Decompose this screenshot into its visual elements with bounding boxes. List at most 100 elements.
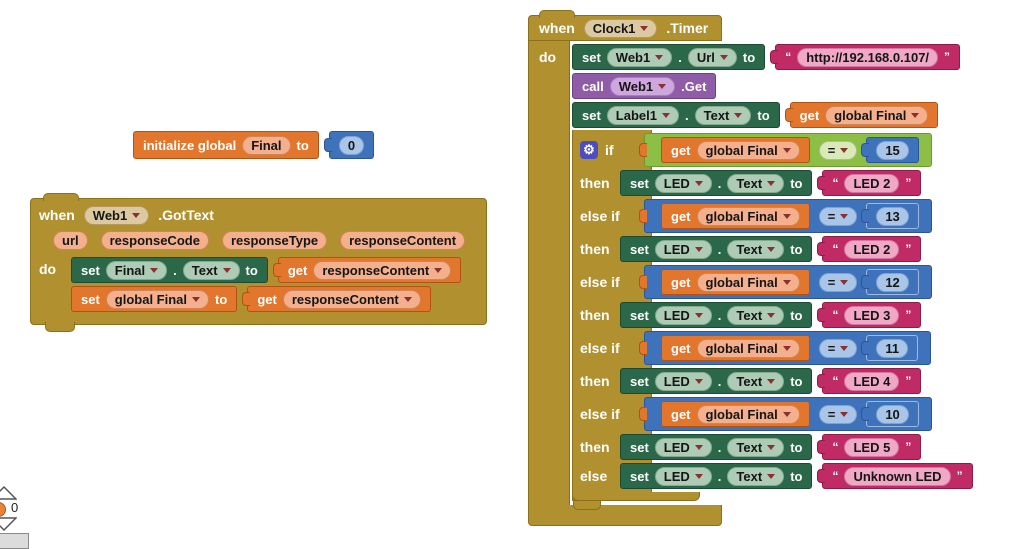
variable-dropdown[interactable]: global Final (696, 338, 800, 358)
property-dropdown[interactable]: Text (694, 105, 752, 125)
property-dropdown[interactable]: Text (182, 260, 240, 280)
warning-triangle-down-icon[interactable] (0, 517, 17, 531)
string-value[interactable]: LED 5 (844, 437, 900, 457)
number-value[interactable]: 0 (338, 135, 365, 155)
property-dropdown[interactable]: Text (727, 305, 785, 325)
property-dropdown[interactable]: Text (727, 173, 785, 193)
initialize-global-block[interactable]: initialize global Final to 0 (133, 131, 375, 159)
initialize-block-body[interactable]: initialize global Final to (133, 131, 319, 159)
string-value[interactable]: LED 2 (844, 173, 900, 193)
condition-block[interactable]: get global Final = 10 (639, 397, 932, 431)
text-string-block[interactable]: “ LED 2 ” (817, 170, 922, 196)
condition-block[interactable]: get global Final = 12 (639, 265, 932, 299)
number-block[interactable]: 10 (861, 401, 919, 427)
component-dropdown[interactable]: Label1 (606, 105, 679, 125)
if-block[interactable]: ⚙ if get global Final = 15 then (572, 130, 973, 501)
text-string-block[interactable]: “ Unknown LED ” (817, 463, 973, 489)
variable-dropdown[interactable]: global Final (105, 289, 210, 309)
get-block[interactable]: get global Final (661, 335, 810, 361)
set-property-block[interactable]: set Web1 . Url to (572, 44, 766, 70)
number-block[interactable]: 0 (323, 131, 375, 159)
string-value[interactable]: LED 2 (844, 239, 900, 259)
variable-dropdown[interactable]: responseContent (313, 260, 452, 280)
set-property-block[interactable]: set Final . Text to (71, 257, 268, 283)
when-gottext-block[interactable]: when Web1 .GotText url responseCode resp… (30, 193, 487, 332)
when-timer-block[interactable]: when Clock1 .Timer do set Web1 . (528, 10, 973, 526)
set-property-block[interactable]: set LED . Text to (620, 302, 813, 328)
property-dropdown[interactable]: Url (687, 47, 737, 67)
set-property-block[interactable]: set Label1 . Text to (572, 102, 780, 128)
set-property-block[interactable]: set LED . Text to (620, 170, 813, 196)
variable-name-pill[interactable]: Final (242, 135, 291, 155)
set-property-block[interactable]: set LED . Text to (620, 368, 813, 394)
operator-dropdown[interactable]: = (818, 404, 858, 424)
text-string-block[interactable]: “ LED 2 ” (817, 236, 922, 262)
variable-dropdown[interactable]: global Final (696, 272, 800, 292)
number-block[interactable]: 11 (861, 335, 919, 361)
error-circle-icon[interactable] (0, 502, 6, 517)
string-value[interactable]: http://192.168.0.107/ (797, 47, 939, 67)
set-variable-block[interactable]: set global Final to (71, 286, 238, 312)
component-dropdown[interactable]: LED (654, 371, 712, 391)
number-value[interactable]: 13 (876, 206, 909, 226)
number-value[interactable]: 15 (876, 140, 909, 160)
property-dropdown[interactable]: Text (727, 371, 785, 391)
variable-dropdown[interactable]: global Final (696, 206, 800, 226)
call-method-block[interactable]: call Web1 .Get (572, 73, 717, 99)
set-property-block[interactable]: set LED . Text to (620, 434, 813, 460)
get-block[interactable]: get global Final (661, 401, 810, 427)
set-property-block[interactable]: set LED . Text to (620, 236, 813, 262)
property-dropdown[interactable]: Text (727, 437, 785, 457)
operator-dropdown[interactable]: = (818, 338, 858, 358)
number-value[interactable]: 11 (876, 338, 909, 358)
condition-block[interactable]: get global Final = 11 (639, 331, 932, 365)
component-dropdown[interactable]: LED (654, 305, 712, 325)
component-dropdown[interactable]: Clock1 (583, 18, 658, 38)
warning-triangle-up-icon[interactable] (0, 486, 17, 500)
component-dropdown[interactable]: Web1 (609, 76, 676, 96)
text-string-block[interactable]: “ http://192.168.0.107/ ” (770, 44, 961, 70)
component-dropdown[interactable]: LED (654, 437, 712, 457)
number-block[interactable]: 13 (861, 203, 919, 229)
text-string-block[interactable]: “ LED 4 ” (817, 368, 922, 394)
component-dropdown[interactable]: Final (105, 260, 168, 280)
component-dropdown[interactable]: Web1 (83, 205, 150, 225)
variable-dropdown[interactable]: global Final (825, 105, 929, 125)
get-block[interactable]: get global Final (784, 102, 939, 128)
gear-icon[interactable]: ⚙ (580, 141, 598, 159)
number-block[interactable]: 15 (861, 137, 919, 163)
text-string-block[interactable]: “ LED 3 ” (817, 302, 922, 328)
get-block[interactable]: get global Final (661, 203, 810, 229)
component-dropdown[interactable]: LED (654, 239, 712, 259)
param-url[interactable]: url (53, 231, 88, 250)
string-value[interactable]: Unknown LED (844, 466, 951, 486)
number-value[interactable]: 10 (876, 404, 909, 424)
string-value[interactable]: LED 4 (844, 371, 900, 391)
number-block[interactable]: 12 (861, 269, 919, 295)
operator-dropdown[interactable]: = (818, 140, 858, 160)
property-dropdown[interactable]: Text (727, 239, 785, 259)
param-responsetype[interactable]: responseType (221, 231, 328, 250)
variable-dropdown[interactable]: responseContent (282, 289, 421, 309)
param-responsecontent[interactable]: responseContent (340, 231, 466, 250)
component-dropdown[interactable]: LED (654, 173, 712, 193)
string-value[interactable]: LED 3 (844, 305, 900, 325)
set-property-block[interactable]: set LED . Text to (620, 463, 813, 489)
variable-dropdown[interactable]: global Final (696, 140, 800, 160)
variable-dropdown[interactable]: global Final (696, 404, 800, 424)
operator-dropdown[interactable]: = (818, 272, 858, 292)
component-dropdown[interactable]: Web1 (606, 47, 673, 67)
condition-block[interactable]: get global Final = 15 (639, 133, 932, 167)
get-block[interactable]: get responseContent (272, 257, 462, 283)
text-string-block[interactable]: “ LED 5 ” (817, 434, 922, 460)
get-block[interactable]: get global Final (661, 269, 810, 295)
param-responsecode[interactable]: responseCode (100, 231, 209, 250)
condition-block[interactable]: get global Final = 13 (639, 199, 932, 233)
number-value[interactable]: 12 (876, 272, 909, 292)
get-block[interactable]: get global Final (661, 137, 810, 163)
operator-dropdown[interactable]: = (818, 206, 858, 226)
property-dropdown[interactable]: Text (727, 466, 785, 486)
component-dropdown[interactable]: LED (654, 466, 712, 486)
get-block[interactable]: get responseContent (242, 286, 431, 312)
